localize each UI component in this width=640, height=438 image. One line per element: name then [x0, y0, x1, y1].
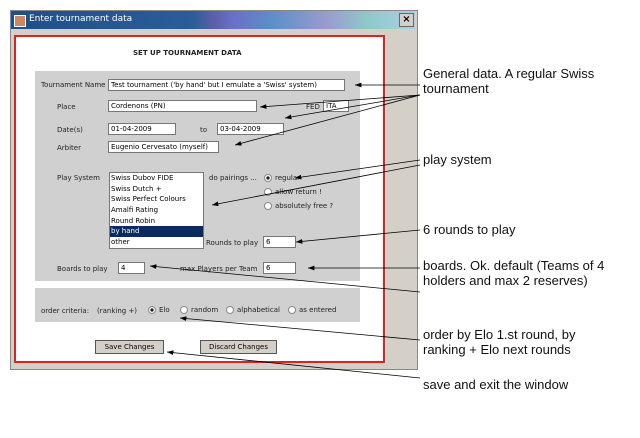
annotation-general: General data. A regular Swiss tournament	[423, 66, 595, 96]
list-item[interactable]: other	[111, 238, 130, 247]
pairings-label: do pairings ...	[209, 174, 257, 182]
date-to-input[interactable]: 03-04-2009	[217, 123, 284, 135]
play-system-list[interactable]: Swiss Dubov FIDE Swiss Dutch + Swiss Per…	[109, 172, 204, 249]
pairing-allow-return-radio[interactable]: allow return !	[264, 188, 322, 196]
page-title: SET UP TOURNAMENT DATA	[133, 49, 242, 57]
place-label: Place	[57, 103, 76, 111]
list-item[interactable]: Round Robin	[111, 216, 156, 225]
list-item[interactable]: Swiss Dubov FIDE	[111, 174, 174, 182]
close-button[interactable]: ×	[399, 13, 414, 27]
arbiter-input[interactable]: Eugenio Cervesato (myself)	[108, 141, 219, 153]
place-input[interactable]: Cordenons (PN)	[108, 100, 257, 112]
java-app-icon	[14, 15, 26, 27]
max-players-label: max Players per Team	[180, 265, 258, 273]
list-item[interactable]: Swiss Dutch +	[111, 184, 162, 193]
order-as-entered-radio[interactable]: as entered	[288, 306, 336, 314]
radio-icon	[180, 306, 188, 314]
annotation-boards: boards. Ok. default (Teams of 4 holders …	[423, 258, 605, 288]
rounds-input[interactable]: 6	[263, 236, 296, 248]
window-title: Enter tournament data	[29, 14, 133, 24]
title-bar[interactable]: Enter tournament data ×	[11, 11, 415, 29]
play-system-label: Play System	[57, 174, 100, 182]
tournament-name-input[interactable]: Test tournament ('by hand' but I emulate…	[108, 79, 345, 91]
annotation-order: order by Elo 1.st round, by ranking + El…	[423, 327, 576, 357]
pairing-regular-radio[interactable]: regular	[264, 174, 300, 182]
tournament-name-label: Tournament Name	[41, 81, 106, 89]
arbiter-label: Arbiter	[57, 144, 81, 152]
order-label: order criteria:	[41, 307, 90, 315]
order-elo-radio[interactable]: Elo	[148, 306, 170, 314]
radio-icon	[148, 306, 156, 314]
boards-input[interactable]: 4	[118, 262, 145, 274]
list-item[interactable]: Amalfi Rating	[111, 206, 159, 215]
annotation-play-system: play system	[423, 152, 492, 167]
radio-icon	[226, 306, 234, 314]
discard-changes-button[interactable]: Discard Changes	[200, 340, 277, 354]
dates-label: Date(s)	[57, 126, 83, 134]
radio-icon	[288, 306, 296, 314]
date-from-input[interactable]: 01-04-2009	[108, 123, 176, 135]
radio-icon	[264, 174, 272, 182]
fed-input[interactable]: ITA	[323, 100, 349, 112]
rounds-label: Rounds to play	[206, 239, 259, 247]
pairing-free-radio[interactable]: absolutely free ?	[264, 202, 333, 210]
max-players-input[interactable]: 6	[263, 262, 296, 274]
order-panel	[35, 288, 360, 322]
radio-icon	[264, 202, 272, 210]
annotation-save: save and exit the window	[423, 377, 569, 392]
annotation-rounds: 6 rounds to play	[423, 222, 516, 237]
order-alphabetical-radio[interactable]: alphabetical	[226, 306, 280, 314]
radio-icon	[264, 188, 272, 196]
order-sub-label: (ranking +)	[97, 307, 138, 315]
fed-label: FED	[306, 103, 320, 111]
order-random-radio[interactable]: random	[180, 306, 218, 314]
save-changes-button[interactable]: Save Changes	[95, 340, 164, 354]
boards-label: Boards to play	[57, 265, 108, 273]
date-to-label: to	[200, 126, 208, 134]
list-item[interactable]: Swiss Perfect Colours	[111, 195, 186, 204]
list-item-selected[interactable]: by hand	[110, 226, 203, 238]
